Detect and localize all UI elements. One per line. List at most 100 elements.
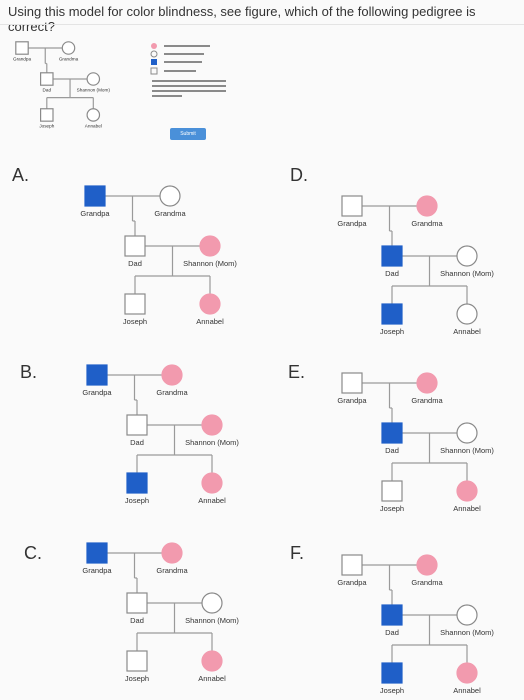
option-a-grandma-label: Grandma: [154, 209, 186, 218]
model-mom-circle: [86, 72, 101, 86]
option-f-annabel-label: Annabel: [453, 686, 481, 695]
option-e-annabel-label: Annabel: [453, 504, 481, 513]
question-text: Using this model for color blindness, se…: [8, 4, 476, 34]
option-f-grandpa-square: [341, 554, 363, 576]
option-d-annabel-label: Annabel: [453, 327, 481, 336]
option-a-annabel-circle: [199, 293, 221, 315]
option-letter-e: E.: [288, 362, 306, 382]
option-a-mom-label: Shannon (Mom): [183, 259, 237, 268]
option-d-grandpa-label: Grandpa: [337, 219, 367, 228]
option-e-grandpa-label: Grandpa: [337, 396, 367, 405]
option-b-mom-label: Shannon (Mom): [185, 438, 239, 447]
model-joseph-square: [39, 108, 54, 122]
option-a-joseph-label: Joseph: [123, 317, 147, 326]
option-b-joseph-square: [126, 472, 148, 494]
option-e-joseph-label: Joseph: [380, 504, 404, 513]
option-f-mom-circle: [456, 604, 478, 626]
option-b-dad-label: Dad: [130, 438, 144, 447]
model-dad-label: Dad: [43, 87, 52, 92]
option-f-grandma-circle: [416, 554, 438, 576]
option-f-dad-square: [381, 604, 403, 626]
option-letter-d: D.: [290, 165, 308, 185]
legend-line: [164, 53, 204, 55]
legend-line: [164, 70, 196, 72]
option-b-joseph-label: Joseph: [125, 496, 149, 505]
model-grandma-circle: [61, 41, 76, 55]
legend-line: [164, 61, 202, 63]
option-d-dad-label: Dad: [385, 269, 399, 278]
option-e-mom-label: Shannon (Mom): [440, 446, 494, 455]
option-a-mom-circle: [199, 235, 221, 257]
model-grandpa-square: [15, 41, 29, 55]
legend-affected-male-icon: [151, 59, 157, 65]
submit-button[interactable]: Submit: [170, 128, 206, 140]
option-b-annabel-label: Annabel: [198, 496, 226, 505]
option-letter-a: A.: [12, 165, 30, 185]
option-f-mom-label: Shannon (Mom): [440, 628, 494, 637]
option-b-grandma-label: Grandma: [156, 388, 188, 397]
legend-line: [152, 90, 226, 92]
option-e-dad-square: [381, 422, 403, 444]
option-b-grandpa-label: Grandpa: [82, 388, 112, 397]
option-a-joseph-square: [124, 293, 146, 315]
legend-line: [152, 85, 226, 87]
option-letter-c: C.: [24, 543, 42, 563]
model-annabel-circle: [86, 108, 101, 122]
option-f-grandpa-label: Grandpa: [337, 578, 367, 587]
option-b-grandma-circle: [161, 364, 183, 386]
legend-symbols: [150, 43, 226, 97]
legend-affected-female-icon: [151, 43, 157, 49]
option-a-dad-label: Dad: [128, 259, 142, 268]
option-a-grandpa-square: [84, 185, 106, 207]
option-c-annabel-circle: [201, 650, 223, 672]
option-c-dad-square: [126, 592, 148, 614]
option-b-mom-circle: [201, 414, 223, 436]
option-c-grandpa-square: [86, 542, 108, 564]
option-d-dad-square: [381, 245, 403, 267]
legend-normal-male-icon: [150, 67, 158, 75]
option-letter-f: F.: [290, 543, 305, 563]
model-dad-square: [39, 72, 54, 86]
option-d-grandpa-square: [341, 195, 363, 217]
legend-normal-female-icon: [150, 50, 158, 58]
option-letter-b: B.: [20, 362, 38, 382]
divider: [0, 24, 524, 25]
option-a-annabel-label: Annabel: [196, 317, 224, 326]
option-e-grandpa-square: [341, 372, 363, 394]
option-c-mom-circle: [201, 592, 223, 614]
option-c-grandma-label: Grandma: [156, 566, 188, 575]
option-c-grandma-circle: [161, 542, 183, 564]
option-f-joseph-square: [381, 662, 403, 684]
option-d-annabel-circle: [456, 303, 478, 325]
option-e-annabel-circle: [456, 480, 478, 502]
option-f-dad-label: Dad: [385, 628, 399, 637]
option-e-grandma-circle: [416, 372, 438, 394]
option-c-mom-label: Shannon (Mom): [185, 616, 239, 625]
option-c-grandpa-label: Grandpa: [82, 566, 112, 575]
option-b-grandpa-square: [86, 364, 108, 386]
legend-line: [152, 95, 182, 97]
option-d-joseph-label: Joseph: [380, 327, 404, 336]
option-b-annabel-circle: [201, 472, 223, 494]
model-joseph-label: Joseph: [39, 123, 54, 128]
option-d-grandma-circle: [416, 195, 438, 217]
option-e-mom-circle: [456, 422, 478, 444]
option-f-annabel-circle: [456, 662, 478, 684]
option-b-dad-square: [126, 414, 148, 436]
legend-line: [164, 45, 210, 47]
option-a-grandma-circle: [159, 185, 181, 207]
option-d-mom-circle: [456, 245, 478, 267]
legend-key: [150, 42, 230, 122]
model-mom-label: Shannon (Mom): [77, 87, 111, 92]
option-e-dad-label: Dad: [385, 446, 399, 455]
model-grandpa-label: Grandpa: [13, 56, 31, 61]
option-c-annabel-label: Annabel: [198, 674, 226, 683]
option-c-joseph-square: [126, 650, 148, 672]
option-d-mom-label: Shannon (Mom): [440, 269, 494, 278]
option-e-joseph-square: [381, 480, 403, 502]
option-d-grandma-label: Grandma: [411, 219, 443, 228]
legend-line: [152, 80, 226, 82]
option-d-joseph-square: [381, 303, 403, 325]
